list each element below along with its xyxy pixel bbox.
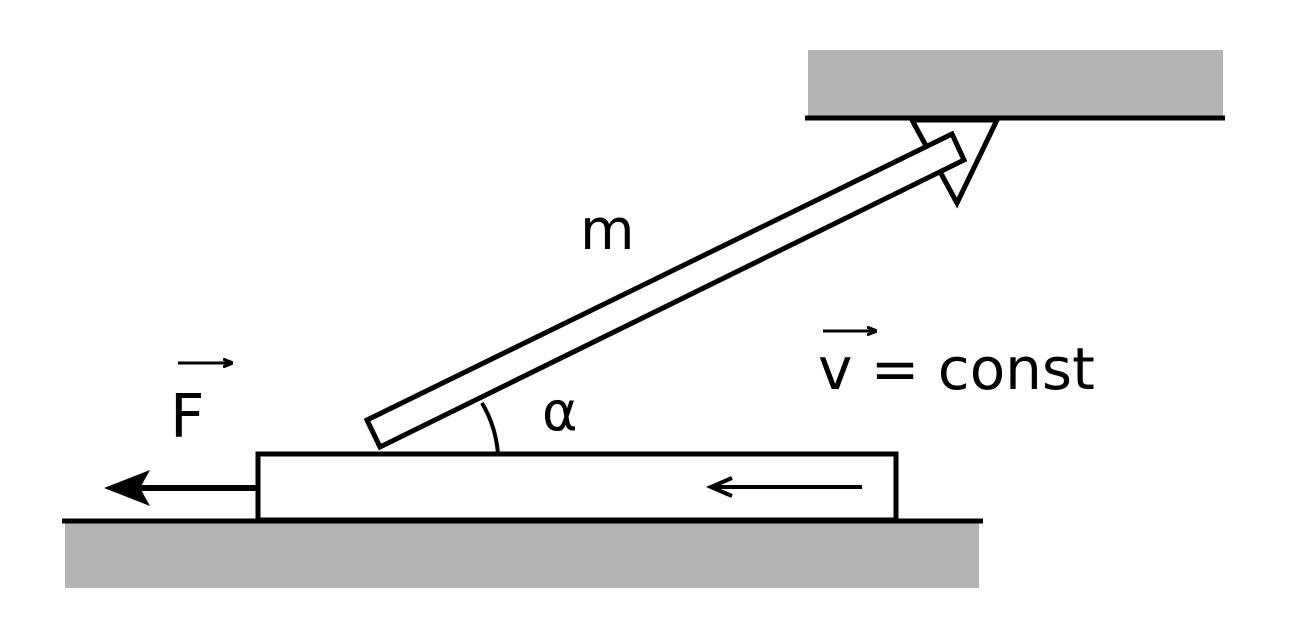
force-arrowhead — [104, 470, 150, 506]
velocity-symbol: v — [818, 335, 852, 403]
angle-arc — [480, 401, 500, 455]
mass-label: m — [580, 198, 635, 263]
board-motion-arrowhead — [705, 476, 733, 498]
force-label: F — [170, 382, 205, 452]
velocity-label: v = const — [818, 335, 1095, 403]
floor-fill — [65, 521, 979, 588]
velocity-equation: = const — [852, 335, 1095, 403]
ceiling-fill — [808, 50, 1223, 118]
angle-label: α — [542, 380, 578, 443]
rod — [363, 130, 968, 451]
